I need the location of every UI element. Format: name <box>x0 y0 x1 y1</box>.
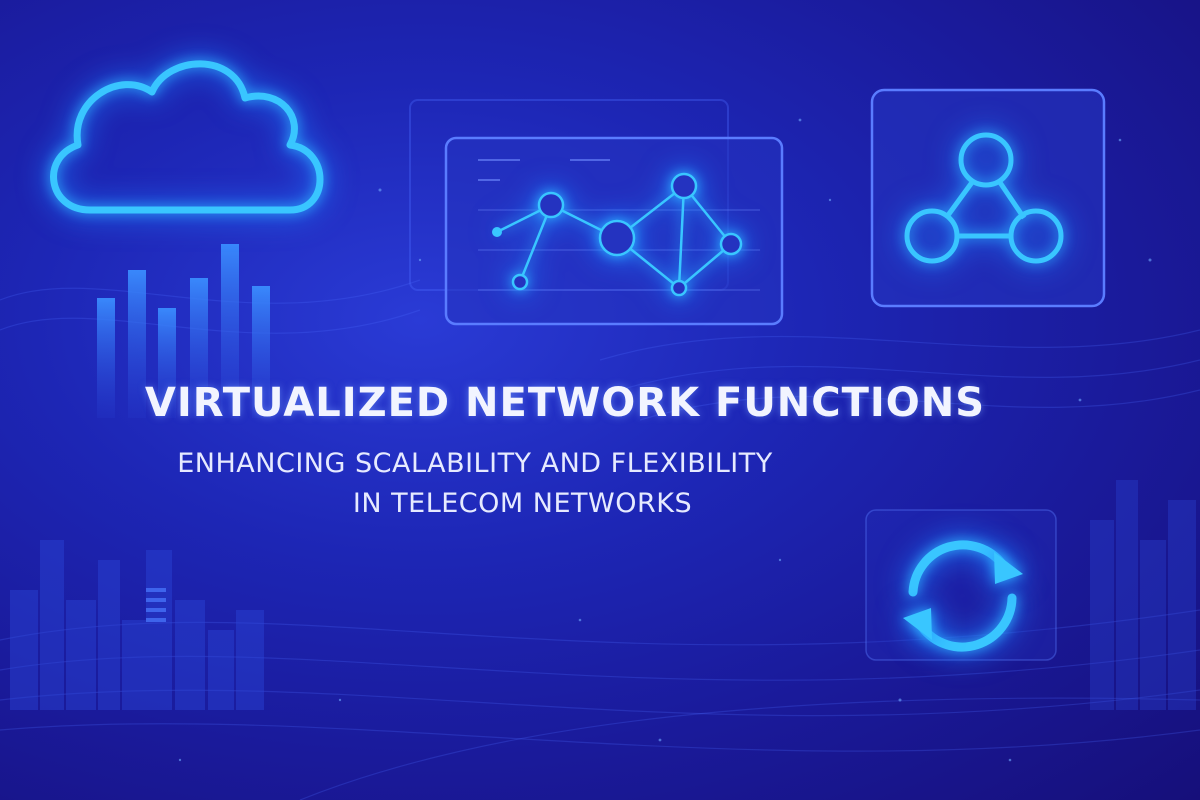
subtitle-line-2: IN TELECOM NETWORKS <box>352 488 693 519</box>
subtitle-line-1: ENHANCING SCALABILITY AND FLEXIBILITY <box>177 448 773 479</box>
page-title: VIRTUALIZED NETWORK FUNCTIONS <box>144 380 986 426</box>
